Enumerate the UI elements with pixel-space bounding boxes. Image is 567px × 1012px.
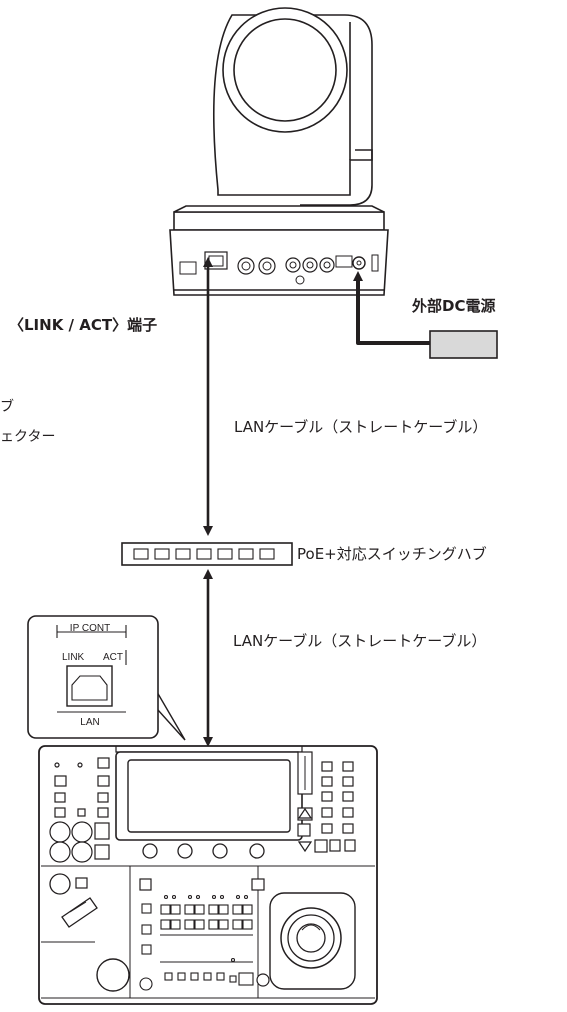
external-dc-power-label: 外部DC電源	[411, 297, 495, 315]
connector-label-cut: ェクター	[0, 429, 55, 445]
callout-lan: LAN	[80, 717, 99, 728]
lan-cable-top-label: LANケーブル（ストレートケーブル）	[234, 418, 487, 436]
camera-rear-panel	[169, 229, 389, 296]
remote-camera-controller	[38, 745, 378, 1005]
hub-label-cut: ブ	[0, 398, 14, 415]
link-act-terminal-label: 〈LINK / ACT〉端子	[9, 316, 157, 334]
callout-link: LINK	[62, 652, 85, 663]
lan-port-icon	[66, 665, 113, 707]
controller-screen	[127, 759, 291, 833]
poe-switch-label: PoE+対応スイッチングハブ	[297, 545, 487, 563]
callout-ip-cont: IP CONT	[70, 623, 110, 634]
ip-cont-callout: IP CONT LINK ACT LAN	[27, 615, 186, 741]
callout-act: ACT	[103, 652, 123, 663]
poe-switching-hub	[121, 542, 293, 566]
lan-cable-bottom-label: LANケーブル（ストレートケーブル）	[233, 632, 486, 650]
external-dc-power-box	[429, 330, 498, 359]
dc-power-cable	[353, 271, 430, 345]
ptz-camera	[169, 7, 389, 296]
camera-base	[173, 211, 385, 231]
